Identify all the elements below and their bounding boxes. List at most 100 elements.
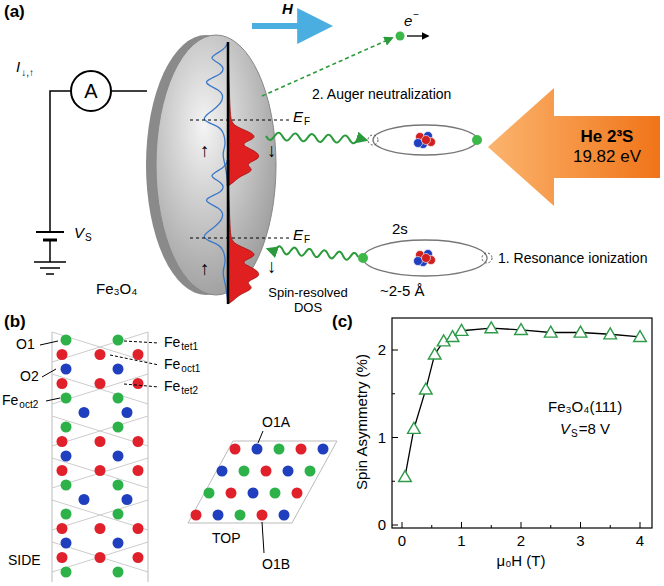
x-tick	[402, 522, 403, 528]
orbit	[373, 125, 477, 155]
leader-line	[42, 369, 56, 377]
x-tick	[521, 522, 522, 528]
ground-symbol	[46, 273, 54, 275]
atom	[61, 480, 72, 491]
axis-title: μ₀H (T)	[496, 552, 545, 569]
current-subscript: ↓,↑	[21, 67, 34, 79]
atom	[57, 378, 68, 389]
atom	[133, 523, 144, 534]
data-marker	[485, 322, 498, 333]
data-marker	[399, 471, 412, 482]
site-label: Fe	[2, 392, 18, 408]
y-tick	[392, 350, 398, 351]
electron	[472, 135, 482, 145]
wire	[50, 91, 70, 232]
panel-label: (a)	[4, 2, 25, 22]
atom	[122, 407, 133, 418]
dos-label: Spin-resolved DOS	[262, 286, 354, 316]
helium-atom	[368, 125, 482, 155]
dos-axis	[227, 160, 230, 304]
plot-frame	[392, 318, 652, 528]
atom	[57, 523, 68, 534]
atom	[95, 552, 106, 563]
nucleon	[414, 139, 423, 148]
sample-label: Fe₃O₄	[96, 280, 137, 297]
atom	[113, 335, 124, 346]
atom	[257, 510, 268, 521]
charge-superscript: −	[413, 9, 419, 21]
leader-line	[124, 384, 159, 387]
process-label: 2. Auger neutralization	[312, 86, 451, 102]
data-marker	[574, 326, 587, 337]
ground-symbol	[34, 261, 66, 263]
nucleon	[414, 257, 423, 266]
orbit	[363, 240, 487, 276]
atom	[61, 538, 72, 549]
field-arrow	[252, 23, 326, 29]
spin-resolved-dos	[190, 160, 290, 304]
y-tick	[392, 525, 398, 526]
majority-dos	[204, 160, 228, 304]
bond-line	[52, 416, 148, 446]
atom	[113, 567, 124, 578]
y-tick	[392, 393, 395, 394]
spin-down-arrow: ↓	[267, 140, 277, 162]
atom	[213, 510, 224, 521]
cell-edge	[52, 332, 53, 582]
emitted-electron	[396, 32, 405, 41]
atom	[133, 552, 144, 563]
nucleon	[422, 254, 431, 263]
spin-up-arrow: ↑	[200, 140, 210, 162]
nucleon	[422, 136, 431, 145]
atom	[113, 480, 124, 491]
data-marker	[515, 324, 528, 335]
view-label: SIDE	[8, 552, 41, 568]
process-label: 1. Resonance ionization	[498, 250, 647, 266]
atom	[57, 465, 68, 476]
fermi-symbol: E	[293, 108, 303, 125]
atom	[79, 494, 90, 505]
bond-line	[52, 374, 148, 404]
atom	[204, 488, 215, 499]
atom	[122, 494, 133, 505]
atom	[305, 466, 316, 477]
transition-wave	[266, 133, 366, 143]
orbital-label: 2s	[392, 220, 408, 237]
atom	[79, 407, 90, 418]
site-label: Fe	[164, 334, 180, 350]
cell-edge	[148, 332, 149, 582]
atom	[113, 393, 124, 404]
electron-symbol: e	[404, 12, 412, 29]
site-subscript: oct1	[181, 363, 200, 375]
atom	[133, 378, 144, 389]
site-label: O2	[20, 368, 39, 384]
site-subscript: tet2	[181, 385, 198, 397]
atom	[95, 436, 106, 447]
atom	[113, 364, 124, 375]
electron-hole	[482, 253, 492, 263]
plot-note-subscript: S	[571, 428, 578, 440]
tick-label: 0	[398, 532, 406, 549]
leader-line	[40, 341, 58, 345]
cell-outline	[188, 441, 337, 523]
atom	[261, 466, 272, 477]
majority-dos	[204, 42, 228, 186]
tick-label: 1	[457, 532, 465, 549]
atom	[57, 552, 68, 563]
voltage-symbol: V	[74, 224, 84, 241]
arrow-text-area: He 2³S19.82 eV	[554, 116, 660, 178]
atom	[191, 510, 202, 521]
bond-line	[52, 332, 148, 362]
atom	[61, 335, 72, 346]
atom	[61, 567, 72, 578]
atom	[113, 422, 124, 433]
atom	[133, 349, 144, 360]
atom	[248, 488, 259, 499]
fermi-subscript: F	[304, 116, 310, 128]
atom	[95, 378, 106, 389]
y-tick	[392, 481, 395, 482]
minority-dos	[228, 42, 259, 186]
field-symbol: H	[282, 0, 293, 17]
ammeter: A	[70, 70, 112, 112]
